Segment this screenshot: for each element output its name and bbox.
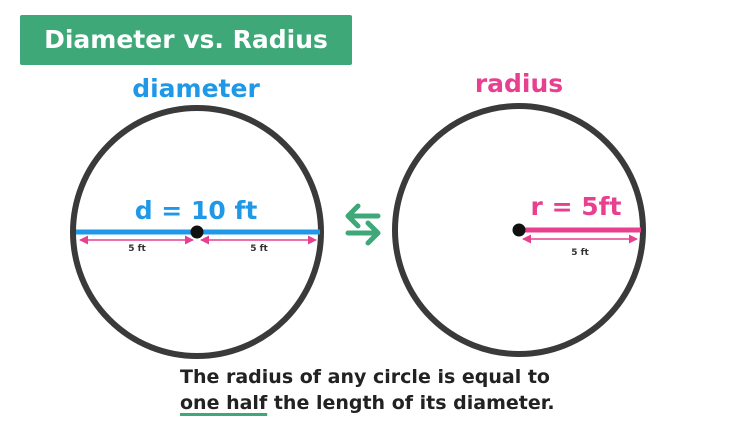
caption-emphasis: one half xyxy=(180,392,268,414)
caption-line-1: The radius of any circle is equal to xyxy=(180,366,550,388)
diameter-heading: diameter xyxy=(132,74,260,103)
caption-line-2: one half the length of its diameter. xyxy=(180,390,600,416)
diameter-center-point xyxy=(190,225,204,239)
caption-line-2-rest: the length of its diameter. xyxy=(267,392,555,414)
radius-heading: radius xyxy=(475,69,563,98)
diameter-formula: d = 10 ft xyxy=(135,196,258,225)
page-title: Diameter vs. Radius xyxy=(20,15,352,65)
radius-formula: r = 5ft xyxy=(531,192,622,221)
diameter-right-segment-label: 5 ft xyxy=(250,244,268,254)
caption: The radius of any circle is equal to one… xyxy=(180,364,600,416)
radius-center-point xyxy=(512,223,526,237)
radius-circle xyxy=(392,103,646,357)
diameter-circle xyxy=(70,105,324,359)
swap-arrows-icon xyxy=(345,203,381,246)
diameter-left-segment-label: 5 ft xyxy=(128,244,146,254)
radius-segment-label: 5 ft xyxy=(571,248,589,258)
